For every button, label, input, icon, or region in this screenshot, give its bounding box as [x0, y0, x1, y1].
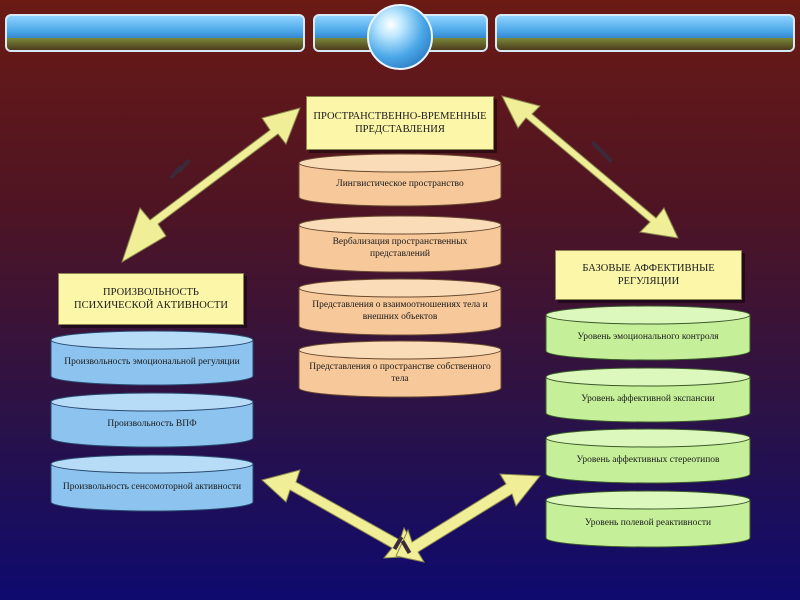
left-level-3-text: Произвольность сенсомоторной активности — [62, 482, 242, 492]
right-level-4: Уровень полевой реактивности — [545, 490, 751, 548]
globe-icon — [367, 4, 433, 70]
right-level-1: Уровень эмоционального контроля — [545, 305, 751, 361]
left-level-1-text: Произвольность эмоциональной регуляции — [64, 357, 240, 367]
center-level-4: Представления о пространстве собственног… — [298, 340, 502, 398]
right-level-4-text: Уровень полевой реактивности — [584, 518, 712, 528]
center-title-box: ПРОСТРАНСТВЕННО-ВРЕМЕННЫЕ ПРЕДСТАВЛЕНИЯ — [306, 96, 494, 150]
arrow-top-left — [121, 107, 301, 264]
left-level-1: Произвольность эмоциональной регуляции — [50, 330, 254, 386]
center-level-2-text: Вербализация пространственных представле… — [332, 237, 468, 259]
left-title: ПРОИЗВОЛЬНОСТЬ ПСИХИЧЕСКОЙ АКТИВНОСТИ — [74, 287, 228, 311]
right-title-box: БАЗОВЫЕ АФФЕКТИВНЫЕ РЕГУЛЯЦИИ — [555, 250, 742, 300]
right-level-3: Уровень аффективных стереотипов — [545, 428, 751, 484]
arrow-top-right — [501, 95, 679, 239]
center-level-1-text: Лингвистическое пространство — [336, 179, 464, 189]
center-level-1: Лингвистическое пространство — [298, 153, 502, 207]
top-banner-right — [495, 14, 795, 52]
left-level-3: Произвольность сенсомоторной активности — [50, 454, 254, 512]
right-level-3-text: Уровень аффективных стереотипов — [576, 455, 720, 465]
left-title-box: ПРОИЗВОЛЬНОСТЬ ПСИХИЧЕСКОЙ АКТИВНОСТИ — [58, 273, 244, 325]
center-level-4-text: Представления о пространстве собственног… — [309, 362, 491, 384]
right-title: БАЗОВЫЕ АФФЕКТИВНЫЕ РЕГУЛЯЦИИ — [582, 263, 715, 287]
center-level-3-text: Представления о взаимоотношениях тела и … — [312, 300, 488, 322]
right-level-2: Уровень аффективной экспансии — [545, 367, 751, 423]
center-level-2: Вербализация пространственных представле… — [298, 215, 502, 273]
left-level-2: Произвольность ВПФ — [50, 392, 254, 448]
top-banner-left — [5, 14, 305, 52]
left-level-2-text: Произвольность ВПФ — [107, 419, 197, 429]
right-level-1-text: Уровень эмоционального контроля — [577, 332, 719, 342]
arrow-bottom-right — [395, 473, 542, 563]
right-level-2-text: Уровень аффективной экспансии — [581, 394, 715, 404]
center-title: ПРОСТРАНСТВЕННО-ВРЕМЕННЫЕ ПРЕДСТАВЛЕНИЯ — [313, 111, 487, 135]
center-level-3: Представления о взаимоотношениях тела и … — [298, 278, 502, 336]
